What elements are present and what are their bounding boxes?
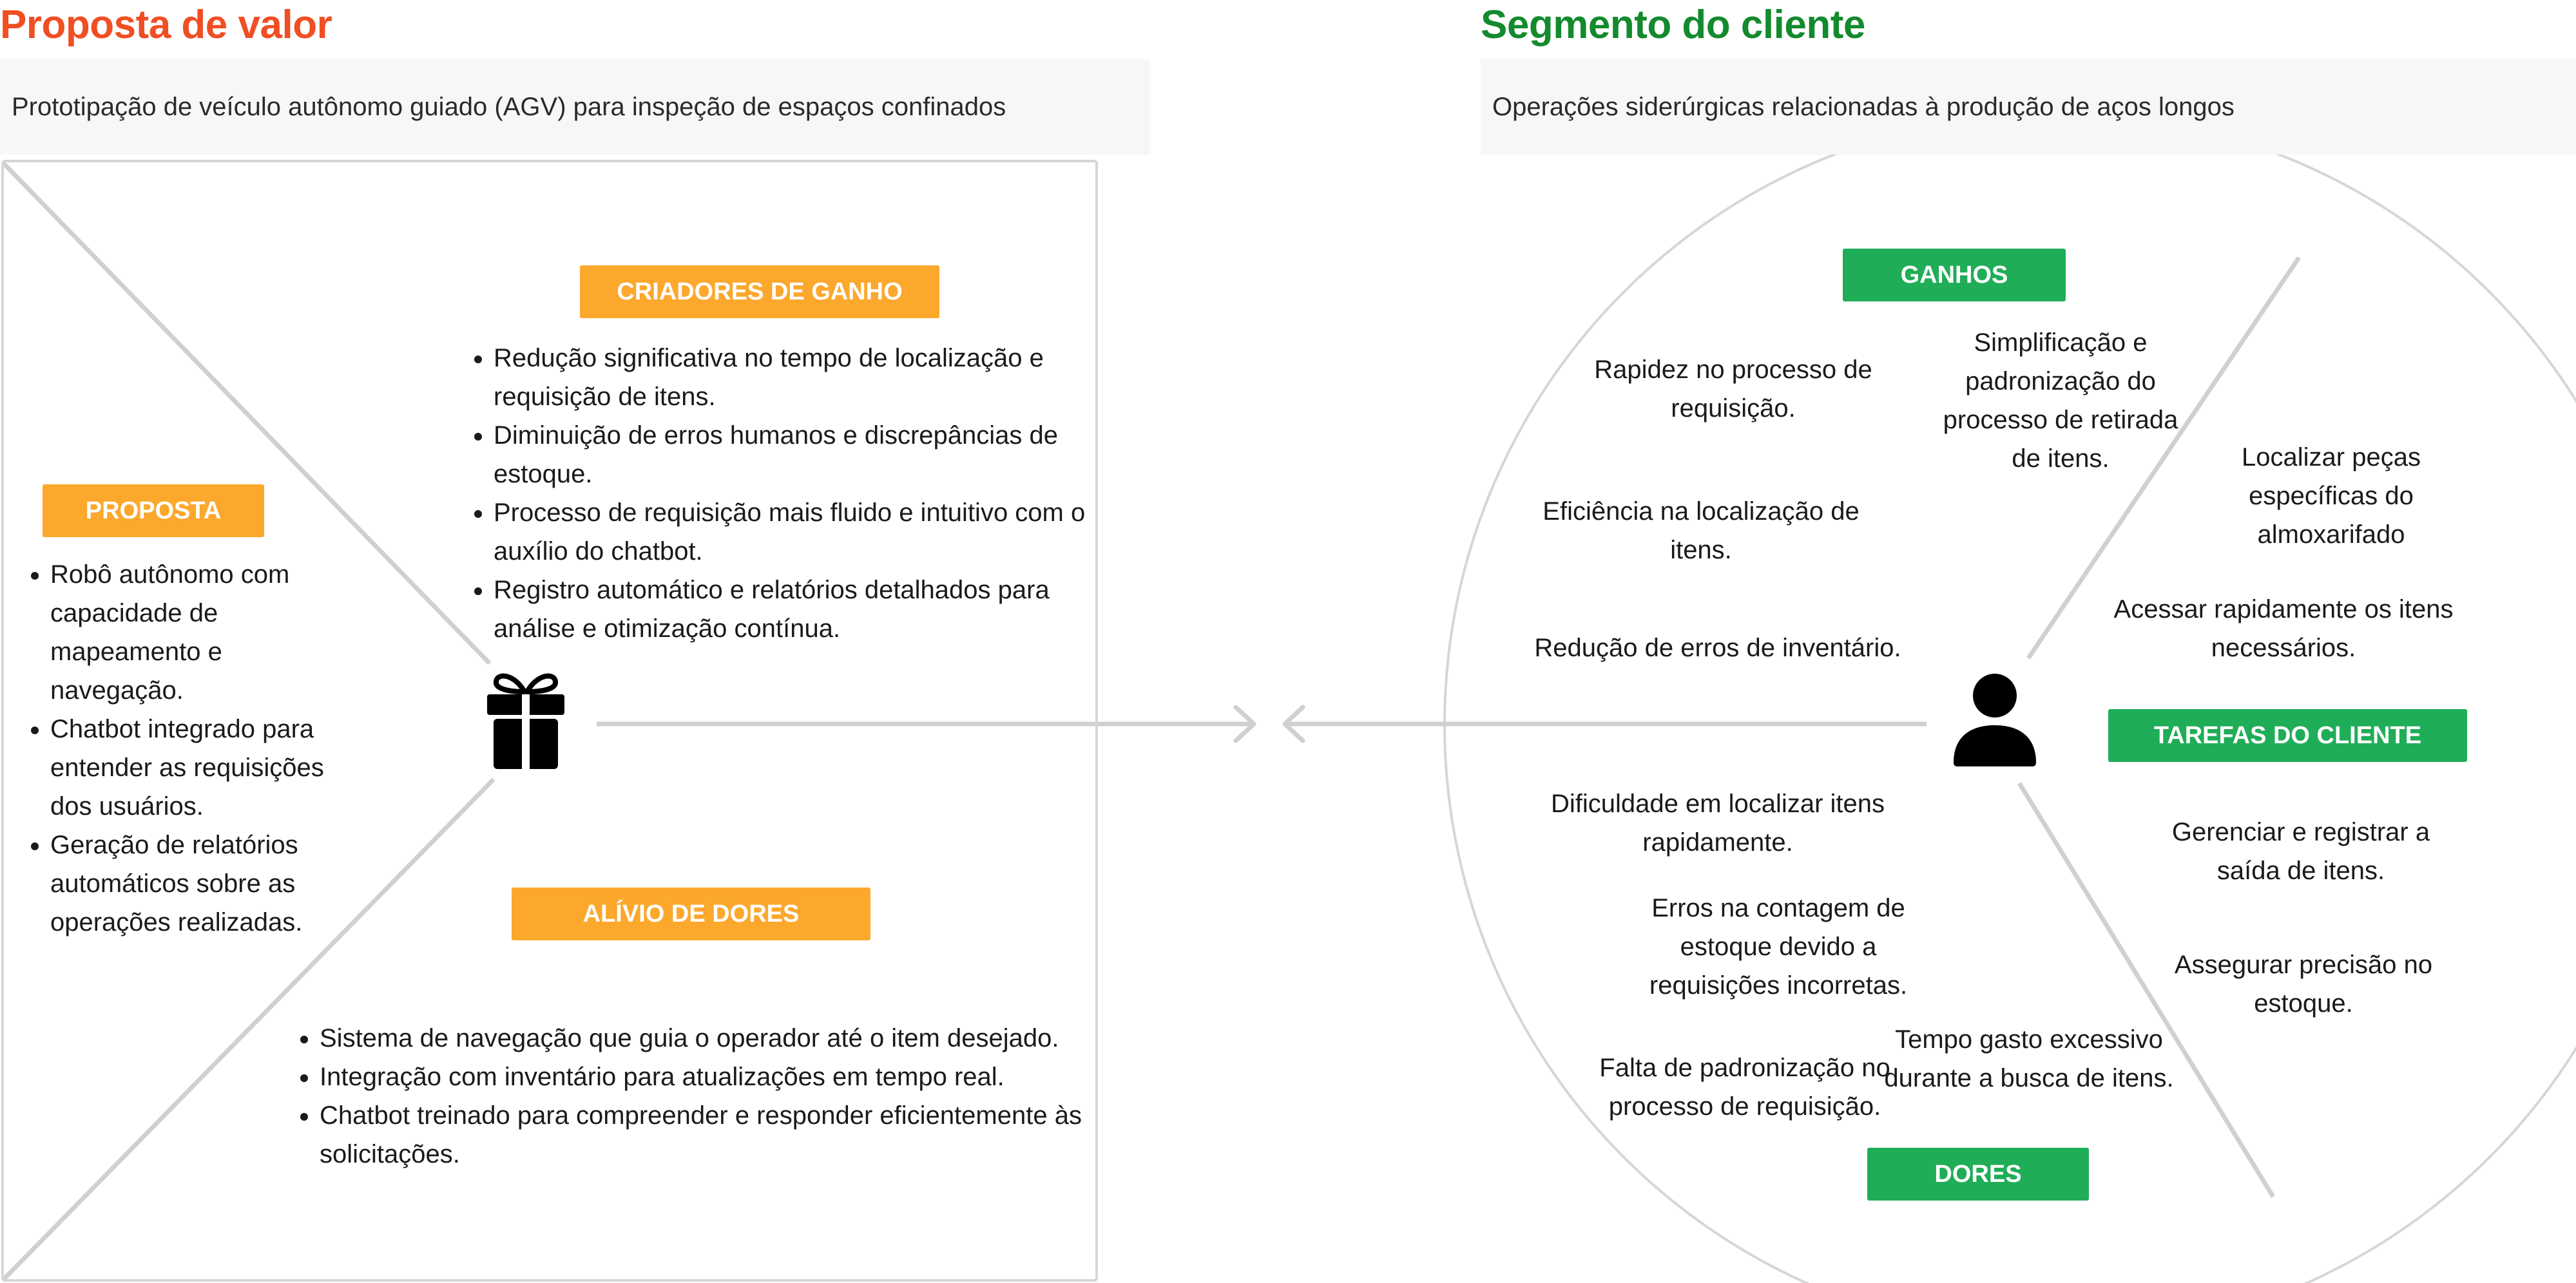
pain-item: Tempo gasto excessivo durante a busca de… — [1884, 1025, 2174, 1092]
list-item: Registro automático e relatórios detalha… — [494, 571, 1112, 648]
customer-jobs-tag: TAREFAS DO CLIENTE — [2108, 709, 2467, 762]
list-item: Integração com inventário para atualizaç… — [320, 1058, 1093, 1096]
list-item: Sistema de navegação que guia o operador… — [320, 1019, 1093, 1058]
list-item: Diminuição de erros humanos e discrepânc… — [494, 416, 1112, 493]
list-item: Redução significativa no tempo de locali… — [494, 339, 1112, 416]
proposal-list: Robô autônomo com capacidade de mapeamen… — [19, 555, 347, 942]
value-proposition-subtitle: Prototipação de veículo autônomo guiado … — [0, 59, 1150, 155]
pains-tag: DORES — [1867, 1148, 2089, 1201]
circle-divider-pains — [2017, 782, 2275, 1198]
pain-relievers-list: Sistema de navegação que guia o operador… — [289, 1019, 1093, 1174]
proposal-tag: PROPOSTA — [43, 484, 264, 537]
list-item: Robô autônomo com capacidade de mapeamen… — [50, 555, 347, 710]
circle-divider-gains — [2026, 256, 2301, 660]
pain-item: Falta de padronização no processo de req… — [1599, 1054, 1890, 1121]
list-item: Processo de requisição mais fluido e int… — [494, 493, 1112, 571]
value-proposition-title: Proposta de valor — [0, 3, 332, 47]
arrow-head-right — [1233, 705, 1256, 743]
gains-tag: GANHOS — [1843, 249, 2066, 301]
list-item: Chatbot integrado para entender as requi… — [50, 710, 347, 826]
pain-item: Erros na contagem de estoque devido a re… — [1649, 894, 1908, 1000]
pain-item: Dificuldade em localizar itens rapidamen… — [1550, 790, 1885, 857]
gift-icon — [487, 673, 564, 770]
gain-item: Redução de erros de inventário. — [1534, 634, 1901, 662]
customer-segment-title: Segmento do cliente — [1481, 3, 1865, 47]
list-item: Chatbot treinado para compreender e resp… — [320, 1096, 1093, 1174]
gain-item: Simplificação e padronização do processo… — [1943, 328, 2178, 473]
pain-relievers-tag: ALÍVIO DE DORES — [512, 888, 870, 940]
gain-item: Eficiência na localização de itens. — [1543, 497, 1860, 564]
list-item: Geração de relatórios automáticos sobre … — [50, 826, 347, 942]
square-diagonal-top — [1, 160, 492, 665]
square-diagonal-bottom — [1, 777, 495, 1282]
gain-creators-list: Redução significativa no tempo de locali… — [463, 339, 1112, 648]
gain-creators-tag: CRIADORES DE GANHO — [580, 265, 939, 318]
job-item: Acessar rapidamente os itens necessários… — [2113, 595, 2454, 662]
customer-segment-subtitle: Operações siderúrgicas relacionadas à pr… — [1481, 59, 2576, 155]
job-item: Gerenciar e registrar a saída de itens. — [2171, 818, 2430, 885]
job-item: Localizar peças específicas do almoxarif… — [2242, 443, 2421, 549]
gain-item: Rapidez no processo de requisição. — [1594, 356, 1872, 423]
job-item: Assegurar precisão no estoque. — [2174, 951, 2433, 1018]
user-icon — [1954, 674, 2036, 766]
arrow-head-left — [1282, 705, 1305, 743]
value-map-square — [1, 160, 1098, 1282]
